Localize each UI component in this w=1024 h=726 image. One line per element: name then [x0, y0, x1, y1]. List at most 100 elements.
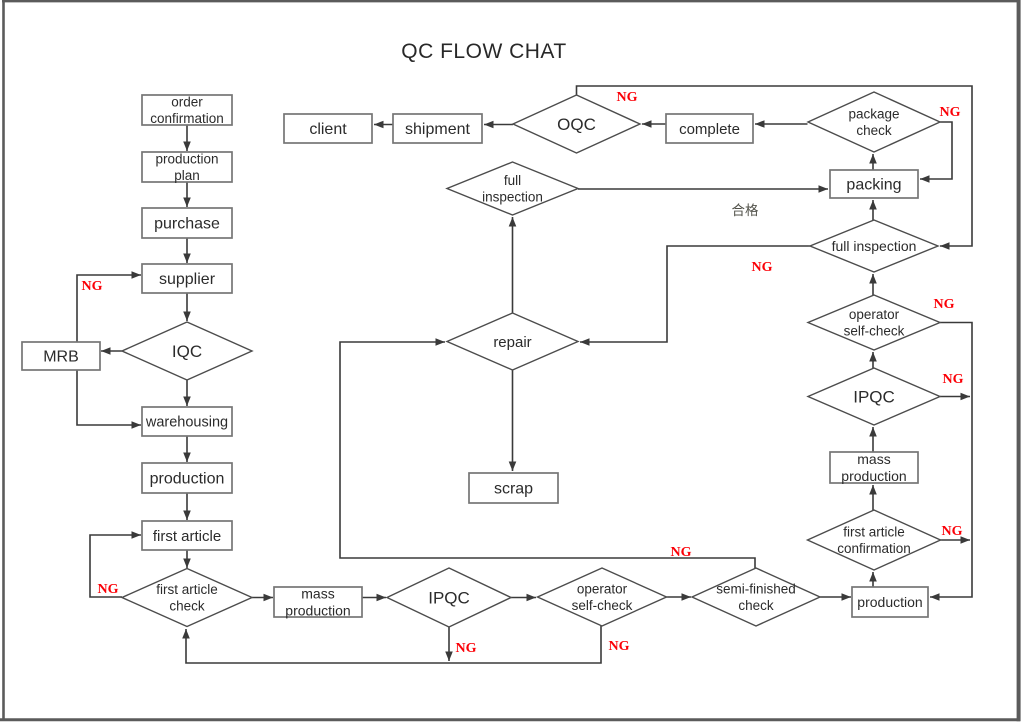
arrowhead — [755, 120, 765, 128]
edge-plan-to-purchase — [183, 182, 191, 207]
warehousing-label: warehousing — [145, 415, 228, 431]
edge-facheck-to-massprod — [252, 593, 273, 602]
page-title: QC FLOW CHAT — [401, 40, 566, 63]
edge-ipqcr-ng-join — [940, 392, 970, 401]
production-plan-box — [141, 151, 233, 183]
packing-label: packing — [846, 177, 901, 194]
full-inspection-right-label: full inspection — [832, 238, 917, 254]
arrowhead — [869, 200, 877, 210]
edge-ipqc-bottom-ng-down — [445, 627, 453, 661]
edge-repair-to-fullinspmid — [508, 217, 517, 313]
purchase-label: purchase — [154, 216, 220, 233]
arrowhead — [869, 274, 877, 284]
arrowhead — [445, 651, 453, 661]
label-ng-selfcheck-bottom: NG — [609, 639, 630, 654]
arrowhead — [183, 396, 191, 406]
arrowhead — [376, 593, 386, 602]
production-left-label: production — [150, 471, 225, 488]
edge-productionr-to-faconfirm — [869, 572, 877, 587]
repair-diamond — [445, 312, 580, 371]
node-oqc: OQC — [511, 94, 642, 154]
edge-line — [920, 121, 953, 180]
warehousing-box — [141, 406, 233, 437]
edge-selfcheckr-ng-to-productionr — [930, 321, 973, 601]
edge-ipqc-to-selfcheck — [511, 593, 536, 602]
edge-oqc-ng-to-fullinspr — [575, 85, 973, 250]
label-ng-selfcheck-right: NG — [934, 297, 955, 312]
edge-packing-to-packagecheck — [869, 154, 877, 170]
edge-mrb-to-warehousing — [76, 370, 141, 429]
edge-purchase-to-supplier — [183, 238, 191, 263]
arrowhead — [484, 120, 494, 129]
node-ipqc-right: IPQC — [806, 367, 942, 426]
arrowhead — [131, 271, 141, 279]
label-pass-label: 合格 — [732, 203, 760, 218]
edges-layer — [76, 85, 973, 664]
edge-complete-to-oqc — [642, 120, 666, 128]
arrowhead — [940, 242, 950, 250]
arrowhead — [183, 311, 191, 321]
complete-label: complete — [679, 121, 740, 138]
edge-semifinished-to-production — [820, 593, 851, 601]
full-inspection-mid-diamond — [445, 161, 580, 216]
edge-production-to-firstarticle — [183, 493, 191, 520]
arrowhead — [101, 347, 111, 355]
node-first-article: first article — [141, 520, 233, 551]
label-ng-fullinspection-right: NG — [752, 260, 773, 275]
iqc-label: IQC — [172, 342, 202, 361]
node-production-right: production — [851, 586, 929, 618]
first-article-check-diamond — [120, 567, 254, 628]
arrowhead — [374, 120, 384, 129]
node-supplier: supplier — [141, 263, 233, 294]
label-ng-packagecheck: NG — [940, 105, 961, 120]
node-iqc: IQC — [120, 321, 254, 381]
label-ng-supplier-loop: NG — [82, 279, 103, 294]
scrap-label: scrap — [494, 481, 533, 498]
edge-selfcheck-bottom-ng-loop — [182, 626, 602, 664]
first-article-box — [141, 520, 233, 551]
semi-finished-check-diamond — [690, 567, 822, 627]
ipqc-right-diamond — [806, 367, 942, 426]
edge-mrb-to-supplier-ng — [76, 271, 141, 342]
edge-repair-to-scrap — [508, 370, 517, 471]
label-ng-faconfirmation: NG — [942, 524, 963, 539]
edge-facheck-ng-loop — [89, 531, 141, 598]
node-warehousing: warehousing — [141, 406, 233, 437]
full-inspection-right-diamond — [808, 219, 940, 273]
node-purchase: purchase — [141, 207, 233, 239]
edge-massprod-to-ipqc — [362, 593, 386, 602]
edge-ipqcr-to-selfcheckr — [869, 352, 877, 368]
oqc-diamond — [511, 94, 642, 154]
complete-box — [665, 113, 754, 144]
operator-self-check-bottom-diamond — [535, 567, 669, 627]
arrowhead — [930, 593, 940, 601]
label-ng-semifinished: NG — [671, 545, 692, 560]
node-client: client — [283, 113, 373, 144]
edge-warehousing-to-production — [183, 436, 191, 462]
oqc-label: OQC — [557, 115, 596, 134]
arrowhead — [508, 461, 517, 471]
arrowhead — [131, 421, 141, 429]
node-shipment: shipment — [392, 113, 483, 144]
node-packing: packing — [829, 169, 919, 199]
node-repair: repair — [445, 312, 580, 371]
mass-production-right-box — [829, 451, 919, 484]
iqc-diamond — [120, 321, 254, 381]
arrowhead — [183, 197, 191, 207]
arrowhead — [131, 531, 141, 539]
